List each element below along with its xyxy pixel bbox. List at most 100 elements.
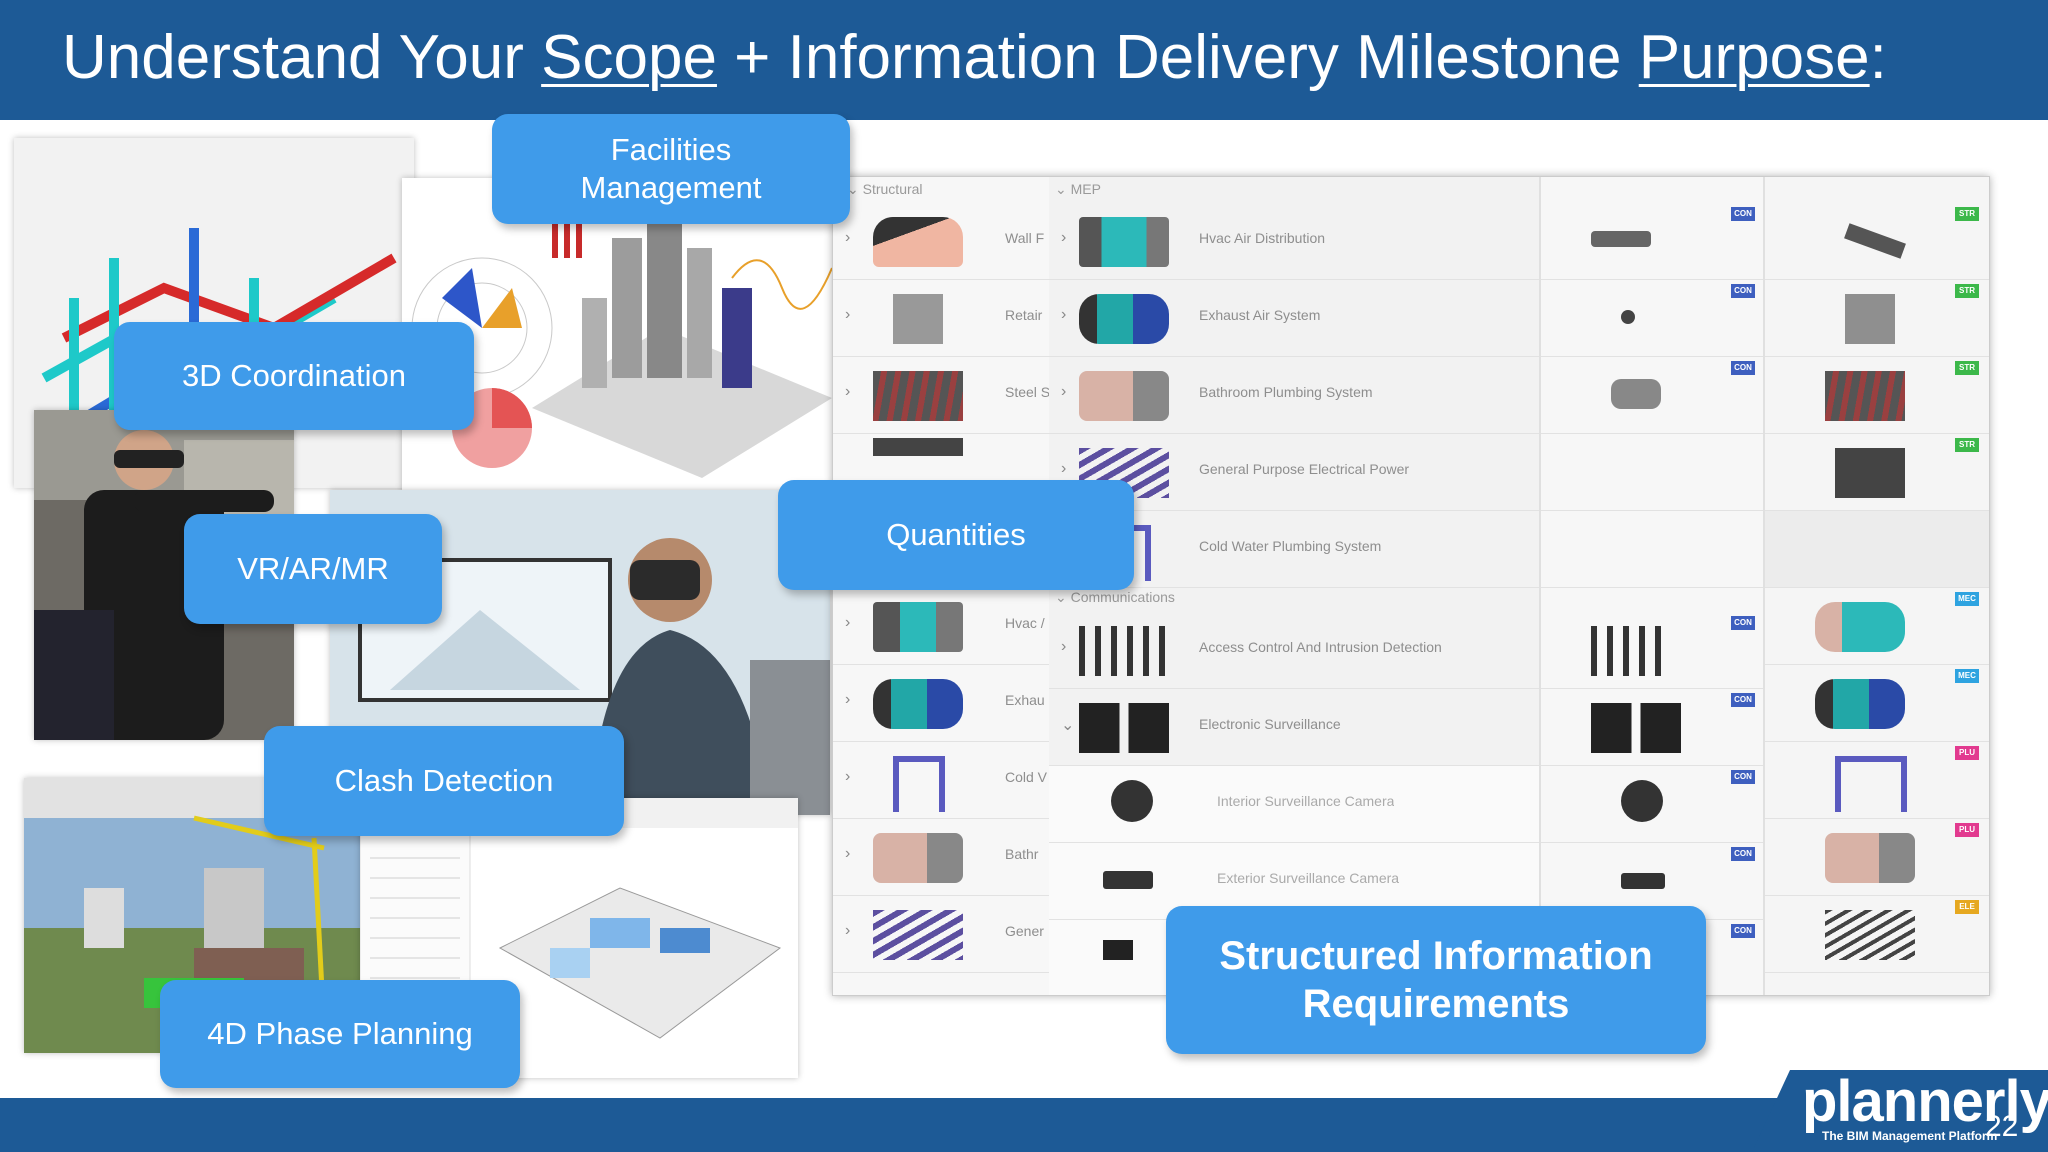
row-label: Exterior Surveillance Camera	[1217, 870, 1400, 886]
row-label: General Purpose Electrical Power	[1199, 461, 1410, 477]
city-analysis-graphic	[402, 178, 832, 492]
con-badge: CON	[1731, 693, 1755, 707]
structured-information-requirements-label: Structured Information Requirements	[1166, 906, 1706, 1054]
mep-header: ⌄ MEP	[1055, 181, 1101, 197]
interior-camera-thumbnail	[1111, 780, 1153, 822]
table-row[interactable]: › Bathroom Plumbing System	[1049, 357, 1539, 434]
chevron-right-icon[interactable]: ›	[1061, 306, 1067, 323]
chevron-right-icon[interactable]: ›	[845, 768, 851, 785]
table-row[interactable]: ›Gener	[833, 896, 1049, 973]
slide-title: Understand Your Scope + Information Deli…	[62, 22, 1887, 94]
chevron-right-icon[interactable]: ›	[845, 845, 851, 862]
row-label: Exhaust Air System	[1199, 307, 1321, 323]
title-purpose: Purpose	[1638, 23, 1870, 92]
chevron-right-icon[interactable]: ›	[845, 383, 851, 400]
chevron-right-icon[interactable]: ›	[1061, 638, 1067, 655]
con-badge: CON	[1731, 207, 1755, 221]
table-row[interactable]: › Bathr	[833, 819, 1049, 896]
table-row	[1765, 511, 1989, 588]
con-badge: CON	[1731, 361, 1755, 375]
con-badge: CON	[1731, 616, 1755, 630]
communications-header-label: Communications	[1070, 589, 1175, 605]
table-row: PLU	[1765, 819, 1989, 896]
con-column: CON CON CON CON CON CON CON CON	[1541, 177, 1765, 995]
table-row: STR	[1765, 357, 1989, 434]
bathroom-plumbing-thumbnail	[1079, 371, 1169, 421]
table-row[interactable]: ⌄ Electronic Surveillance	[1049, 689, 1539, 766]
table-row[interactable]: ›Hvac Air Distribution	[1049, 203, 1539, 280]
discipline-thumbnail	[1825, 910, 1915, 960]
table-row[interactable]: › Access Control And Intrusion Detection	[1049, 612, 1539, 689]
row-label: Cold V	[1005, 769, 1048, 785]
row-label: Retair	[1005, 307, 1043, 323]
row-label: Bathroom Plumbing System	[1199, 384, 1373, 400]
vr-ar-mr-label: VR/AR/MR	[184, 514, 442, 624]
table-row: CON	[1541, 280, 1763, 357]
con-badge: CON	[1731, 770, 1755, 784]
plannerly-logo: plannerly	[1802, 1069, 2048, 1134]
clash-detection-label: Clash Detection	[264, 726, 624, 836]
row-label: Wall F	[1005, 230, 1045, 246]
quantities-label: Quantities	[778, 480, 1134, 590]
table-row[interactable]: › Exhaust Air System	[1049, 280, 1539, 357]
table-row	[1541, 511, 1763, 588]
con-thumbnail	[1621, 873, 1665, 889]
chevron-right-icon[interactable]: ›	[845, 229, 851, 246]
mep-header-label: MEP	[1070, 181, 1101, 197]
bathroom-thumbnail	[873, 833, 963, 883]
chevron-right-icon[interactable]: ›	[845, 614, 851, 631]
surveillance-thumbnail	[1079, 703, 1169, 753]
table-row: CON	[1541, 920, 1763, 995]
discipline-thumbnail	[1815, 679, 1905, 729]
mep-column: ⌄ MEP ›Hvac Air Distribution › Exhaust Ai…	[1049, 177, 1541, 995]
retaining-wall-thumbnail	[893, 294, 943, 344]
plu-badge: PLU	[1955, 746, 1979, 760]
row-label: Access Control And Intrusion Detection	[1199, 639, 1442, 655]
table-row[interactable]: ›Exhau	[833, 665, 1049, 742]
con-thumbnail	[1621, 780, 1663, 822]
table-row[interactable]: › Retair	[833, 280, 1049, 357]
str-badge: STR	[1955, 207, 1979, 221]
3d-coordination-label: 3D Coordination	[114, 322, 474, 430]
chevron-right-icon[interactable]: ›	[845, 922, 851, 939]
table-row: STR	[1765, 280, 1989, 357]
table-row[interactable]: ›Steel S	[833, 357, 1049, 434]
steel-thumbnail	[873, 371, 963, 421]
table-row: STR	[1765, 434, 1989, 511]
discipline-thumbnail	[1844, 223, 1906, 259]
table-row[interactable]: › Wall F	[833, 203, 1049, 280]
table-row[interactable]: › Hvac /	[833, 588, 1049, 665]
table-row: ELE	[1765, 896, 1989, 973]
chevron-right-icon[interactable]: ›	[845, 306, 851, 323]
table-row	[1541, 434, 1763, 511]
str-badge: STR	[1955, 284, 1979, 298]
slide-header	[0, 0, 2048, 120]
con-thumbnail	[1591, 231, 1651, 247]
title-colon: :	[1869, 23, 1887, 92]
plannerly-tagline: The BIM Management Platform	[1822, 1129, 1998, 1143]
chevron-down-icon[interactable]: ⌄	[1061, 717, 1075, 734]
table-row[interactable]: › Cold V	[833, 742, 1049, 819]
chevron-right-icon[interactable]: ›	[845, 691, 851, 708]
information-requirements-table: ⌄ Structural ›Wall F ›Retair ›Steel S ›H…	[832, 176, 1990, 996]
chevron-right-icon[interactable]: ›	[1061, 460, 1067, 477]
title-text-middle: + Information Delivery Milestone	[716, 23, 1639, 92]
chevron-right-icon[interactable]: ›	[1061, 383, 1067, 400]
table-row: STR	[1765, 203, 1989, 280]
row-label: Bathr	[1005, 846, 1039, 862]
structural-header-label: Structural	[862, 181, 923, 197]
discipline-thumbnail	[1835, 448, 1905, 498]
row-label: Hvac /	[1005, 615, 1045, 631]
table-row[interactable]: Interior Surveillance Camera	[1049, 766, 1539, 843]
vr-user-image	[330, 490, 830, 815]
con-thumbnail	[1591, 626, 1661, 676]
chevron-right-icon[interactable]: ›	[1061, 229, 1067, 246]
row-label: Electronic Surveillance	[1199, 716, 1341, 732]
con-badge: CON	[1731, 847, 1755, 861]
facilities-management-label: Facilities Management	[492, 114, 850, 224]
discipline-thumbnail	[1845, 294, 1895, 344]
table-row: PLU	[1765, 742, 1989, 819]
hvac-thumbnail	[873, 602, 963, 652]
table-row: MEC	[1765, 665, 1989, 742]
wall-thumbnail	[873, 217, 963, 267]
